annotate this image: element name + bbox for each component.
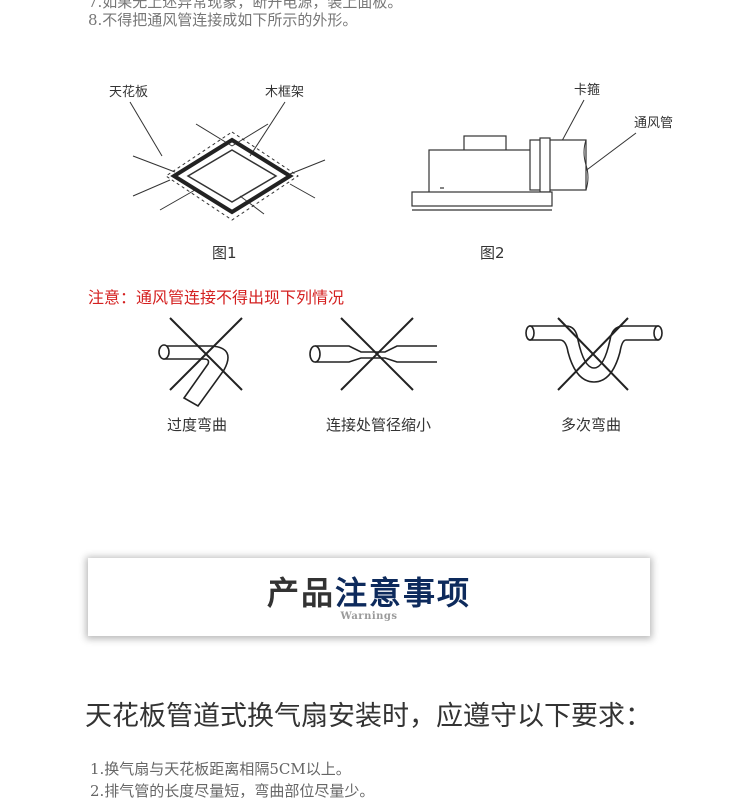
case-excessive-bend-label: 过度弯曲 (167, 416, 228, 434)
banner-title-notice: 注意事项 (335, 574, 472, 612)
warnings-banner: 产品注意事项 Warnings (88, 558, 650, 636)
instruction-item-7: 7.如果无上述异常现象，断开电源，装上面板。 (88, 0, 403, 11)
warning-title: 注意：通风管连接不得出现下列情况 (88, 288, 345, 307)
banner-title-product: 产品 (266, 574, 335, 612)
case-reduced-diameter-icon (309, 317, 437, 391)
label-ceiling: 天花板 (109, 84, 148, 100)
figure-2-fan-duct-diagram: 卡箍 通风管 图2 (411, 82, 673, 262)
case-reduced-diameter-label: 连接处管径缩小 (326, 416, 432, 434)
requirement-item-2: 2.排气管的长度尽量短，弯曲部位尽量少。 (90, 782, 375, 800)
label-duct: 通风管 (634, 116, 673, 131)
case-multiple-bends-icon (525, 317, 663, 391)
case-multiple-bends-label: 多次弯曲 (561, 416, 622, 434)
requirement-item-1: 1.换气扇与天花板距离相隔5CM以上。 (90, 760, 351, 778)
label-clamp: 卡箍 (574, 82, 600, 98)
figure-1-ceiling-frame-diagram: 天花板 木框架 图1 (109, 84, 326, 262)
case-excessive-bend-icon (158, 317, 243, 408)
banner-subtitle: Warnings (340, 611, 398, 622)
figure-1-caption: 图1 (212, 244, 237, 262)
requirements-heading: 天花板管道式换气扇安装时，应遵守以下要求： (85, 701, 652, 732)
instruction-item-8: 8.不得把通风管连接成如下所示的外形。 (88, 11, 358, 29)
banner-title: 产品注意事项 (88, 568, 650, 614)
figure-2-caption: 图2 (480, 244, 505, 262)
label-wood-frame: 木框架 (265, 85, 304, 100)
